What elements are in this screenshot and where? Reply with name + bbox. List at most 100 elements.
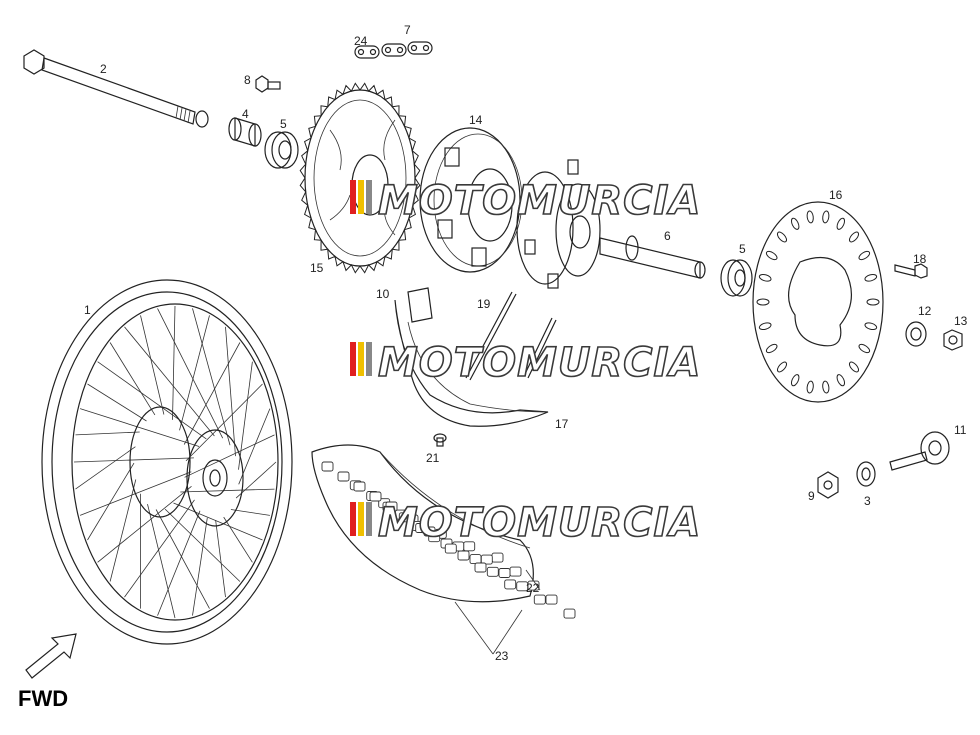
part-spacer-tube: [599, 235, 706, 279]
wheel-spoke: [173, 502, 263, 541]
callout-3: 3: [864, 494, 871, 508]
disc-hole: [756, 298, 770, 306]
tread-knob: [385, 501, 398, 512]
callout-2: 2: [100, 62, 107, 76]
disc-hole: [848, 361, 860, 373]
wheel-spoke: [75, 446, 136, 490]
disc-hole: [822, 380, 830, 394]
disc-hole: [822, 210, 830, 224]
part-tyre-section: [311, 444, 576, 619]
part-washer-12: [905, 321, 927, 347]
callout-5-right: 5: [739, 242, 746, 256]
callout-13: 13: [954, 314, 968, 328]
wheel-spoke: [185, 383, 263, 462]
callout-labels: 1 2 3 4 5 5 6 7 8 9 10 11 12 13 14 15 16…: [84, 23, 968, 663]
part-disc-bolt: [894, 263, 928, 279]
part-spacer: [228, 117, 262, 147]
disc-hole: [864, 273, 878, 282]
part-cush-drive: [419, 127, 523, 273]
leader-lines: [454, 569, 541, 655]
disc-hole: [758, 273, 772, 282]
wheel-spoke: [183, 342, 241, 445]
wheel-spoke: [87, 383, 147, 422]
tread-knob: [469, 554, 482, 565]
tread-knob: [398, 512, 411, 523]
wheel-spoke: [109, 479, 137, 582]
disc-hole: [858, 343, 871, 354]
forward-arrow: FWD: [18, 633, 77, 711]
callout-12: 12: [918, 304, 932, 318]
wheel-spoke: [235, 461, 277, 499]
wheel-spoke: [79, 408, 200, 447]
tread-knob: [444, 543, 457, 554]
disc-hole: [776, 231, 788, 243]
fwd-label: FWD: [18, 686, 68, 711]
wheel-spoke: [124, 499, 195, 598]
callout-16: 16: [829, 188, 843, 202]
callout-18: 18: [913, 252, 927, 266]
callout-8: 8: [244, 73, 251, 87]
part-washer-3: [856, 461, 876, 487]
tread-knob: [491, 552, 504, 563]
part-nut-13: [943, 329, 963, 351]
wheel-spoke: [155, 509, 210, 609]
tread-knob: [509, 566, 522, 577]
part-guide-bolts: [465, 291, 557, 381]
part-hub: [516, 159, 601, 289]
wheel-spoke: [164, 508, 241, 582]
disc-hole: [864, 322, 878, 331]
disc-hole: [858, 250, 871, 261]
callout-11: 11: [954, 423, 967, 437]
watermark-text: MOTOMURCIA: [378, 500, 701, 546]
wheel-spoke: [238, 408, 271, 485]
disc-hole: [790, 374, 800, 387]
wheel-spoke: [184, 434, 275, 478]
callout-21: 21: [426, 451, 440, 465]
wheel-spoke: [109, 342, 156, 416]
wheel-spoke: [225, 326, 236, 457]
wheel-spoke: [140, 315, 165, 415]
wheel-spoke: [97, 485, 192, 563]
wheel-spoke: [192, 517, 208, 616]
wheel-spoke: [124, 326, 215, 437]
sprocket-teeth: [299, 82, 421, 274]
disc-hole: [776, 361, 788, 373]
disc-hole: [836, 374, 846, 387]
disc-hole: [806, 380, 814, 394]
disc-hole: [866, 298, 880, 306]
disc-hole: [790, 217, 800, 230]
tread-knob: [516, 581, 529, 592]
disc-hole: [765, 250, 778, 261]
wheel-spoke: [215, 519, 226, 598]
tread-knob: [563, 608, 576, 619]
wheel-spoke: [147, 504, 176, 619]
callout-19: 19: [477, 297, 491, 311]
callout-22: 22: [526, 581, 540, 595]
wheel-spoke: [172, 305, 176, 420]
wheel-spoke: [223, 516, 253, 563]
part-bearing-left: [264, 131, 299, 169]
wheel-spoke: [238, 361, 253, 470]
callout-5-left: 5: [280, 117, 287, 131]
tread-knob: [486, 566, 499, 577]
callout-15: 15: [310, 261, 324, 275]
part-wheel: [41, 279, 293, 645]
disc-hole: [758, 322, 772, 331]
part-small-screw: [433, 433, 447, 447]
callout-9: 9: [808, 489, 815, 503]
disc-hole: [836, 217, 846, 230]
part-chain-links: [354, 41, 433, 59]
watermark-1: MOTOMURCIA: [350, 177, 701, 225]
tread-knob: [428, 532, 441, 543]
wheel-spoke: [230, 509, 270, 516]
wheel-spoke: [179, 315, 210, 431]
tread-knob: [337, 471, 350, 482]
tread-knob: [369, 491, 382, 502]
wheel-spoke: [157, 510, 201, 616]
watermark-2: MOTOMURCIA: [350, 339, 701, 387]
callout-1: 1: [84, 303, 91, 317]
part-axle: [23, 49, 209, 128]
wheel-spoke: [157, 308, 224, 439]
